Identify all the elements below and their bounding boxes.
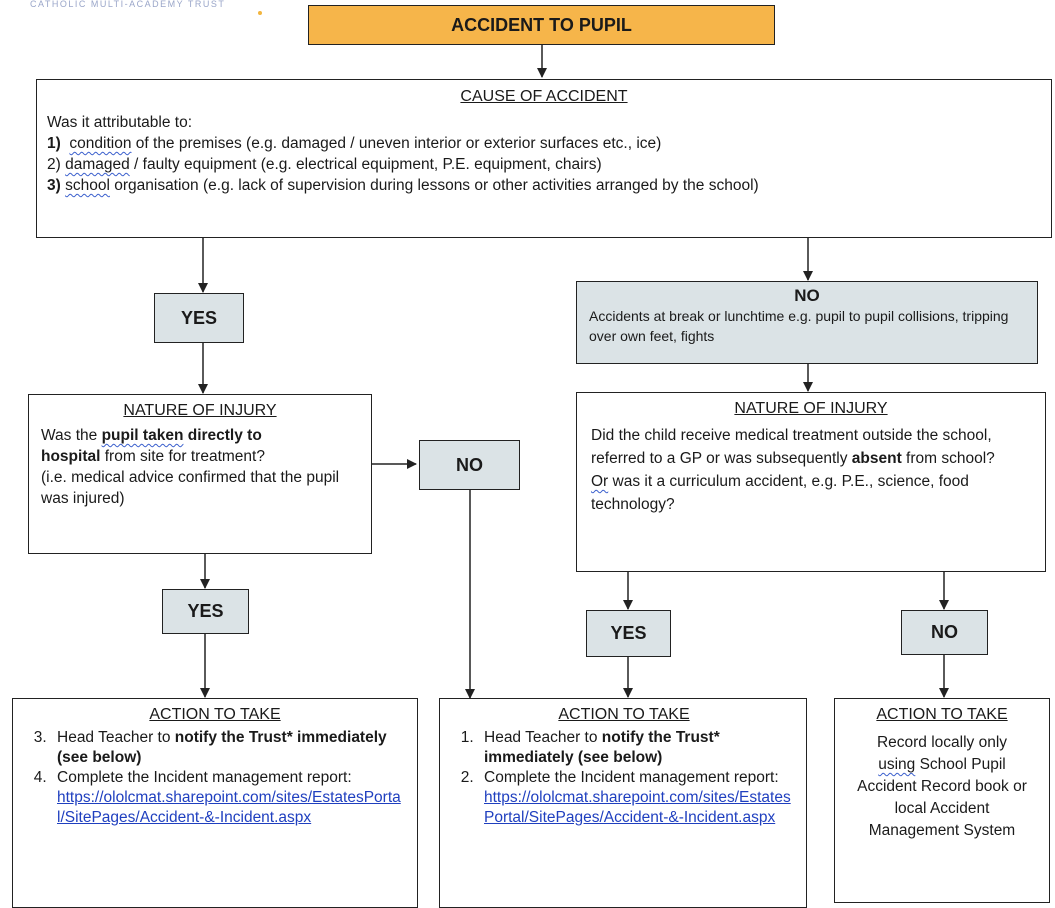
incident-report-link[interactable]: https://ololcmat.sharepoint.com/sites/Es…: [484, 789, 791, 826]
no-box-medical: NO: [901, 610, 988, 655]
cause-heading: CAUSE OF ACCIDENT: [460, 88, 628, 105]
nature-right-heading: NATURE OF INJURY: [734, 400, 888, 417]
action-mid-item-notify: Head Teacher to notify the Trust* immedi…: [478, 728, 796, 768]
incident-report-link[interactable]: https://ololcmat.sharepoint.com/sites/Es…: [57, 789, 401, 826]
action-left-box: ACTION TO TAKE Head Teacher to notify th…: [12, 698, 418, 908]
trust-logo-text: CATHOLIC MULTI-ACADEMY TRUST: [30, 0, 226, 9]
logo-dot: [258, 11, 262, 15]
cause-item-1: 1) condition of the premises (e.g. damag…: [47, 135, 662, 152]
cause-item-3: 3) school organisation (e.g. lack of sup…: [47, 177, 759, 194]
no-label: NO: [794, 286, 820, 305]
no-label: NO: [931, 622, 958, 642]
nature-of-injury-left-box: NATURE OF INJURY Was the pupil taken dir…: [28, 394, 372, 554]
nature-of-injury-right-box: NATURE OF INJURY Did the child receive m…: [576, 392, 1046, 572]
nature-right-question: Did the child receive medical treatment …: [591, 427, 995, 513]
nature-left-question: Was the pupil taken directly to hospital…: [41, 427, 340, 507]
action-mid-list: Head Teacher to notify the Trust* immedi…: [444, 728, 796, 828]
cause-item-2: 2) damaged / faulty equipment (e.g. elec…: [47, 156, 602, 173]
action-left-heading: ACTION TO TAKE: [149, 706, 281, 723]
yes-box-hospital: YES: [162, 589, 249, 634]
cause-of-accident-box: CAUSE OF ACCIDENT Was it attributable to…: [36, 79, 1052, 238]
no-break-description: Accidents at break or lunchtime e.g. pup…: [589, 308, 1009, 344]
title-box: ACCIDENT TO PUPIL: [308, 5, 775, 45]
no-label: NO: [456, 454, 483, 475]
action-left-item-report: Complete the Incident management report:…: [51, 768, 405, 828]
action-right-box: ACTION TO TAKE Record locally only using…: [834, 698, 1050, 903]
action-right-text: Record locally only using School Pupil A…: [857, 734, 1027, 839]
action-right-heading: ACTION TO TAKE: [876, 706, 1008, 723]
action-left-list: Head Teacher to notify the Trust* immedi…: [17, 728, 405, 828]
yes-label: YES: [187, 601, 224, 621]
nature-left-heading: NATURE OF INJURY: [123, 402, 277, 419]
title-text: ACCIDENT TO PUPIL: [451, 14, 632, 35]
no-box-break-lunchtime: NO Accidents at break or lunchtime e.g. …: [576, 281, 1038, 364]
action-mid-box: ACTION TO TAKE Head Teacher to notify th…: [439, 698, 807, 908]
action-left-item-notify: Head Teacher to notify the Trust* immedi…: [51, 728, 405, 768]
yes-box-cause: YES: [154, 293, 244, 343]
action-mid-item-report: Complete the Incident management report:…: [478, 768, 796, 828]
no-box-not-hospital: NO: [419, 440, 520, 490]
cause-intro: Was it attributable to:: [47, 114, 193, 131]
yes-label: YES: [180, 307, 218, 328]
yes-label: YES: [610, 623, 647, 643]
yes-box-medical: YES: [586, 610, 671, 657]
action-mid-heading: ACTION TO TAKE: [558, 706, 690, 723]
